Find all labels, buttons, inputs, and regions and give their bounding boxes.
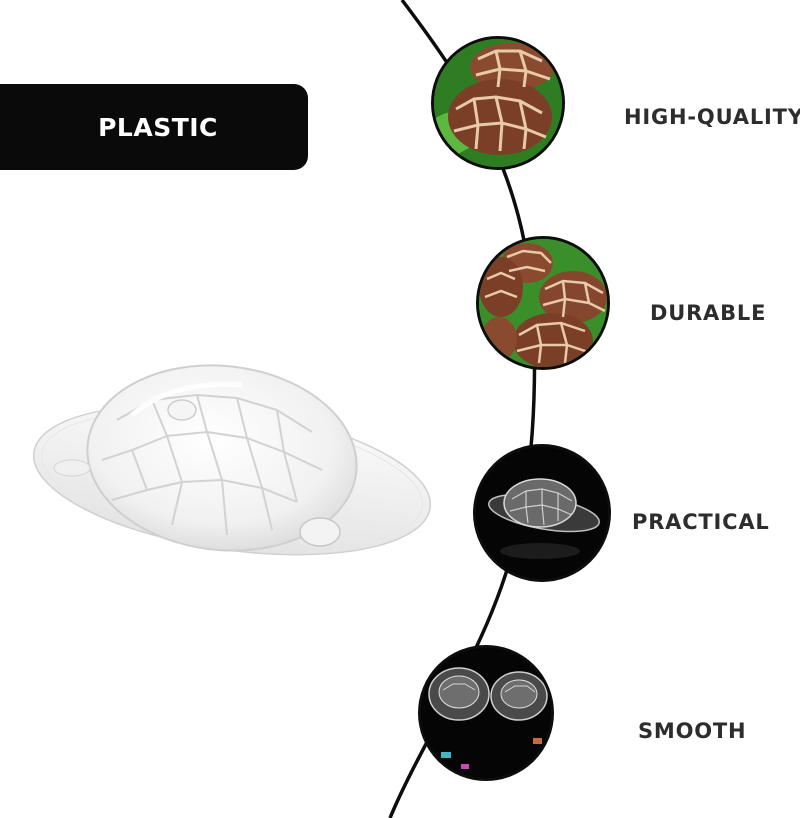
feature-label-smooth: SMOOTH: [638, 719, 747, 743]
feature-image-smooth: [418, 645, 554, 781]
mold-pair-icon: [421, 648, 551, 778]
chocolate-eggs-icon: [479, 239, 607, 367]
feature-image-high-quality: [431, 36, 565, 170]
feature-image-durable: [476, 236, 610, 370]
feature-label-durable: DURABLE: [650, 301, 767, 325]
material-label: PLASTIC: [98, 112, 218, 142]
feature-image-practical: [473, 444, 611, 582]
feature-label-practical: PRACTICAL: [632, 510, 770, 534]
mold-dark-icon: [476, 447, 608, 579]
turtle-egg-mold-icon: [32, 364, 432, 556]
feature-label-high-quality: HIGH-QUALITY: [624, 105, 800, 129]
chocolate-eggs-icon: [434, 39, 562, 167]
material-banner: PLASTIC: [0, 84, 308, 170]
